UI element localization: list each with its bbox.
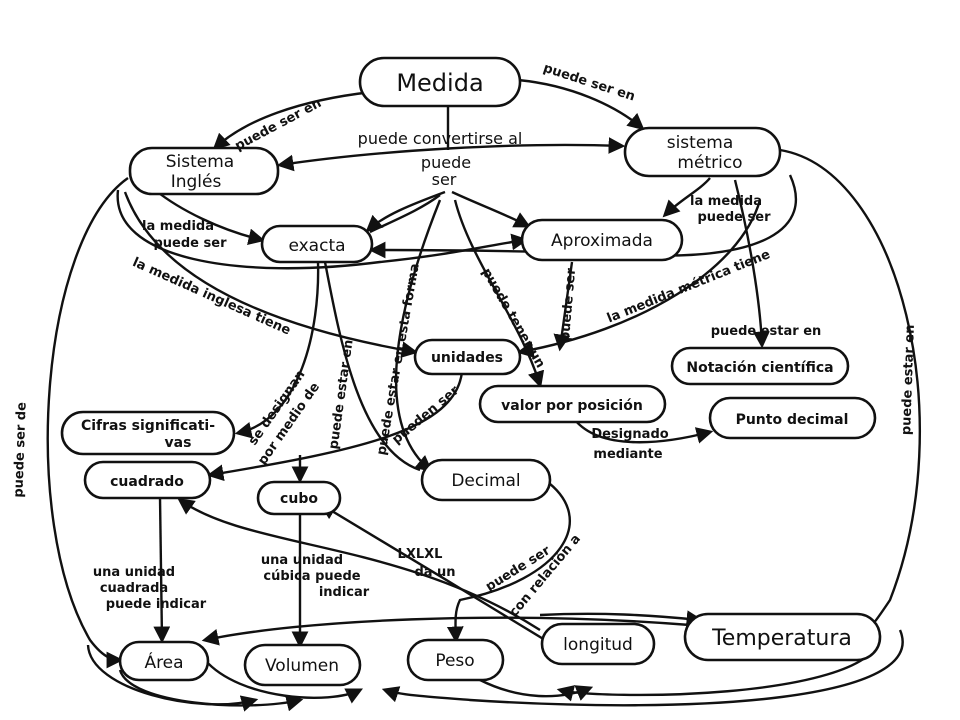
- link-unidades-cuadrado: [206, 371, 464, 482]
- link-valor-punto: [574, 419, 714, 444]
- node-valor-por-posicion-label: valor por posición: [501, 398, 643, 414]
- label-medida-puede-ser-l2: puede ser: [154, 236, 228, 251]
- label-puede-estar-en-vertical: puede estar en: [326, 339, 356, 451]
- node-peso[interactable]: Peso: [406, 638, 505, 682]
- link-ingles-area: [46, 177, 129, 669]
- link-metrico-notacion: [733, 179, 770, 349]
- node-notacion-cientifica-label: Notación científica: [686, 360, 833, 376]
- label-medida-puede-ser-r1: la medida: [690, 194, 762, 209]
- link-cuadrado-area: [153, 496, 171, 644]
- node-exacta[interactable]: exacta: [260, 224, 374, 264]
- node-notacion-cientifica[interactable]: Notación científica: [670, 346, 850, 386]
- link-bottom-loop-1: [201, 616, 691, 646]
- label-puede-ser-vertical: puede ser: [558, 267, 579, 342]
- link-longitud-cubo: [319, 503, 546, 642]
- label-puede-convertirse: puede convertirse al: [358, 129, 523, 148]
- link-longitud-cuadrado: [177, 498, 541, 632]
- link-bottom-loop-2: [539, 610, 704, 628]
- label-designado-1: Designado: [591, 427, 668, 442]
- node-aproximada[interactable]: Aproximada: [520, 218, 684, 262]
- node-unidades[interactable]: unidades: [413, 338, 522, 376]
- node-decimal[interactable]: Decimal: [420, 458, 552, 502]
- link-bottom-loop-8: [86, 644, 259, 712]
- link-puede-ser-exacta: [365, 190, 446, 233]
- link-aprox-puede-ser: [553, 261, 574, 352]
- node-cuadrado[interactable]: cuadrado: [83, 460, 212, 500]
- node-punto-decimal-label: Punto decimal: [736, 412, 849, 428]
- label-unidad-cuadrada-3: puede indicar: [106, 597, 207, 612]
- node-valor-por-posicion[interactable]: valor por posición: [478, 384, 667, 424]
- node-medida-label: Medida: [396, 69, 483, 97]
- node-sistema-metrico[interactable]: sistema métrico: [623, 126, 782, 178]
- node-temperatura-label: Temperatura: [711, 626, 852, 651]
- node-volumen-label: Volumen: [265, 656, 339, 676]
- link-medida-ingles: [212, 90, 373, 151]
- link-bottom-loop-4: [381, 629, 904, 707]
- link-exacta-decimal: [323, 261, 421, 472]
- node-cuadrado-label: cuadrado: [110, 474, 184, 490]
- link-puede-ser-exacta-2: [369, 194, 441, 234]
- node-sistema-metrico-label-1: sistema: [667, 133, 734, 153]
- node-exacta-label: exacta: [288, 236, 345, 256]
- link-metrico-temperatura: [779, 148, 922, 626]
- label-unidad-cuadrada-2: cuadrada: [100, 581, 168, 596]
- node-sistema-ingles[interactable]: Sistema Inglés: [128, 146, 280, 196]
- label-medida-puede-ser-l1: la medida: [142, 219, 214, 234]
- label-unidad-cubica-2: cúbica puede: [263, 569, 360, 584]
- node-punto-decimal[interactable]: Punto decimal: [708, 396, 877, 440]
- label-unidad-cuadrada-1: una unidad: [93, 565, 175, 580]
- node-temperatura[interactable]: Temperatura: [683, 612, 882, 662]
- label-puede-ser-de: puede ser de: [11, 402, 29, 498]
- node-cubo[interactable]: cubo: [256, 480, 342, 516]
- node-volumen[interactable]: Volumen: [243, 643, 362, 687]
- label-lxlxl-2: da un: [414, 565, 455, 580]
- node-cifras-significativas[interactable]: Cifras significati- vas: [60, 410, 236, 456]
- label-puede-estar-en: puede estar en: [711, 324, 822, 339]
- link-metrico-medida: [662, 177, 711, 218]
- node-cifras-label-2: vas: [165, 435, 192, 451]
- label-designado-2: mediante: [593, 447, 662, 462]
- link-bottom-loop-7: [479, 678, 594, 701]
- link-forma-decimal: [394, 199, 442, 473]
- node-aproximada-label: Aproximada: [551, 231, 653, 251]
- link-puede-tener-valor: [453, 199, 545, 389]
- node-unidades-label: unidades: [431, 350, 503, 366]
- node-longitud[interactable]: longitud: [540, 622, 656, 666]
- node-longitud-label: longitud: [563, 635, 633, 655]
- link-bottom-loop-5: [204, 659, 364, 704]
- link-ingles-unidades: [123, 191, 419, 358]
- link-exacta-cifras: [234, 261, 320, 439]
- node-sistema-ingles-label-2: Inglés: [171, 172, 222, 192]
- label-lxlxl-1: LXLXL: [398, 547, 443, 562]
- link-medida-metrico: [517, 78, 645, 131]
- label-unidad-cubica-1: una unidad: [261, 553, 343, 568]
- node-cubo-label: cubo: [280, 491, 318, 507]
- label-puede-estar-en-right: puede estar en: [899, 324, 918, 435]
- node-decimal-label: Decimal: [451, 471, 520, 491]
- node-area-label: Área: [144, 651, 183, 673]
- node-peso-label: Peso: [435, 651, 474, 671]
- node-medida[interactable]: Medida: [358, 56, 522, 108]
- label-unidad-cubica-3: indicar: [319, 585, 370, 600]
- node-sistema-metrico-label-2: métrico: [677, 153, 742, 173]
- node-area[interactable]: Área: [118, 640, 210, 682]
- node-cifras-label-1: Cifras significati-: [81, 418, 215, 434]
- link-ingles-exacta: [154, 189, 266, 246]
- link-ingles-aprox-big: [116, 189, 529, 270]
- label-puede-ser-2: ser: [432, 170, 457, 189]
- label-medida-puede-ser-r2: puede ser: [698, 210, 772, 225]
- links: [46, 78, 922, 712]
- node-sistema-ingles-label-1: Sistema: [166, 152, 234, 172]
- link-puede-ser-aprox: [451, 190, 531, 228]
- link-convertirse: [276, 137, 626, 172]
- label-puede-ser-1: puede: [421, 153, 471, 172]
